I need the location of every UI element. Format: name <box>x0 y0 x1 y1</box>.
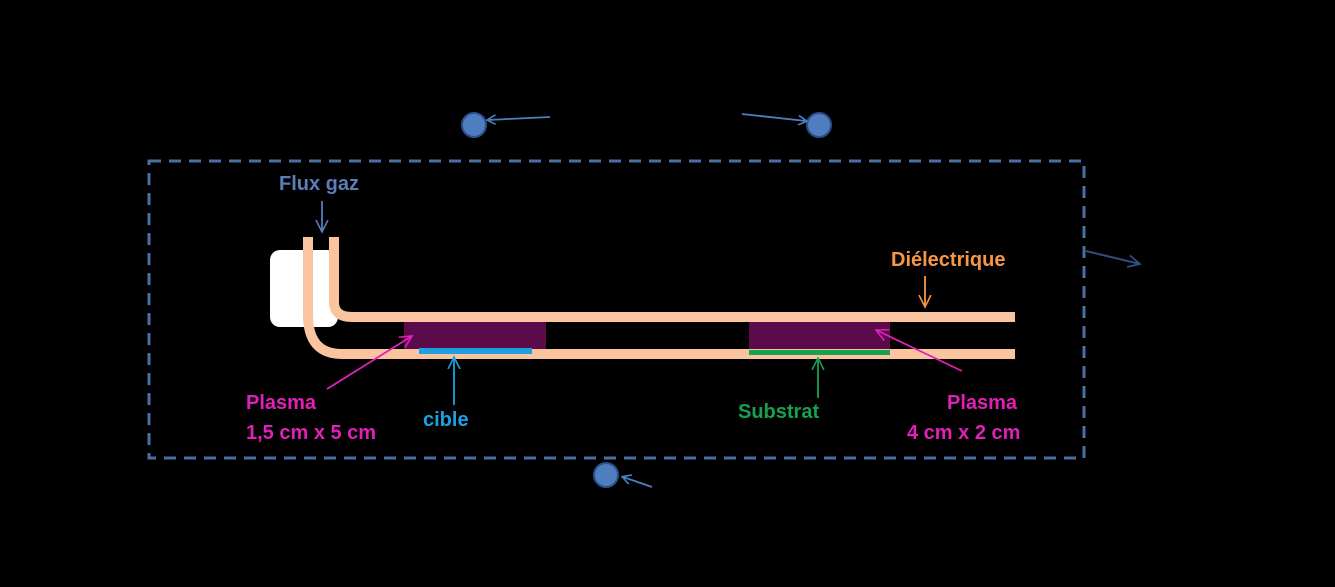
enclosure-frame <box>147 159 1086 460</box>
plasma-region-left <box>404 322 546 349</box>
plasma-left-label-line1: Plasma <box>246 392 317 414</box>
marker-top-right <box>741 112 832 138</box>
cible-strip <box>419 348 532 354</box>
cible-label: cible <box>423 409 469 431</box>
marker-bottom <box>593 462 653 488</box>
plasma-left-label-line2: 1,5 cm x 5 cm <box>246 422 376 444</box>
plasma-right-label-line1: Plasma <box>947 392 1018 414</box>
substrat-strip <box>749 350 890 355</box>
marker-top-left <box>461 112 551 138</box>
plasma-right-label-line2: 4 cm x 2 cm <box>907 422 1020 444</box>
substrat-label: Substrat <box>738 401 819 423</box>
dielectric-tube <box>303 237 1015 359</box>
flux-gaz-label: Flux gaz <box>279 173 359 195</box>
frame-side-arrow <box>1085 250 1140 264</box>
dielectrique-label: Diélectrique <box>891 249 1005 271</box>
plasma-region-right <box>749 322 890 349</box>
plasma-left-arrow <box>326 336 412 390</box>
plasma-right-arrow <box>876 330 963 372</box>
